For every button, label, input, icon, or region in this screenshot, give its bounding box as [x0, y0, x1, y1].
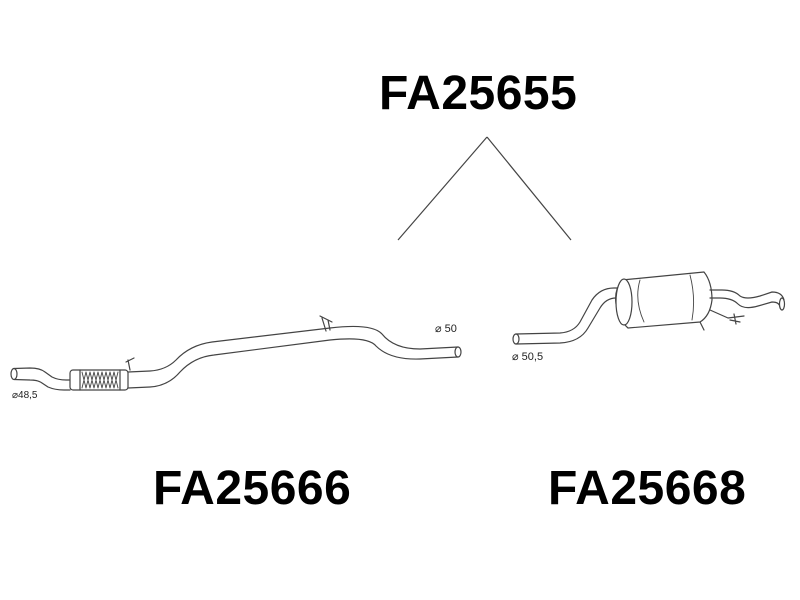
rear-muffler-section [512, 271, 786, 345]
tailpipe [709, 289, 785, 309]
assembly-part-number: FA25655 [379, 67, 578, 120]
front-pipe-section [10, 315, 462, 391]
flex-joint [69, 369, 129, 391]
rear-hanger-1 [709, 309, 745, 325]
hanger-2 [319, 315, 333, 332]
rear-hanger-2 [699, 321, 705, 331]
front-section-part-number: FA25666 [153, 462, 352, 515]
split-line-left [397, 136, 488, 241]
rear-pipe-inlet-tube [515, 287, 629, 345]
tailpipe-outlet [778, 297, 786, 311]
silencer-seam [637, 274, 695, 323]
inlet-diameter-label: ⌀48,5 [12, 390, 38, 401]
front-pipe-inlet [10, 367, 18, 381]
rear-section-part-number: FA25668 [548, 462, 747, 515]
front-pipe-inlet-tube [13, 367, 71, 391]
hanger-1 [125, 357, 135, 371]
split-line-right [486, 136, 572, 241]
front-pipe-tube [127, 325, 459, 389]
rear-inlet-diameter-label: ⌀ 50,5 [512, 351, 544, 363]
front-pipe-outlet [454, 346, 462, 358]
silencer-endcap [615, 278, 633, 326]
flex-joint-weave [81, 371, 119, 389]
split-lines [397, 136, 572, 241]
rear-pipe-inlet [512, 333, 520, 345]
front-outlet-diameter-label: ⌀ 50 [435, 323, 457, 335]
